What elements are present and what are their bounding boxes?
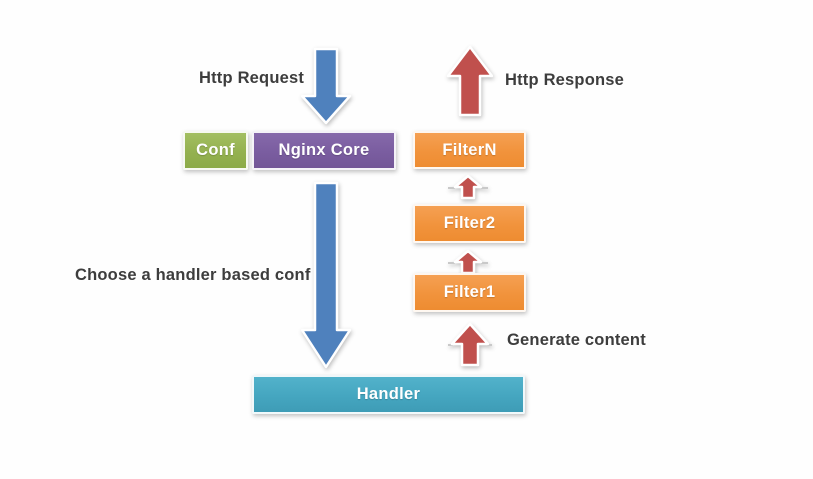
filter1-to-filter2-up-arrow-icon [448, 249, 488, 275]
choose-handler-label: Choose a handler based conf [75, 266, 311, 284]
filter-2-box-label: Filter2 [443, 214, 496, 232]
conf-box-label: Conf [196, 141, 235, 159]
nginx-core-box-label: Nginx Core [278, 141, 370, 159]
http-response-up-arrow-icon [446, 45, 494, 117]
filter-n-box: FilterN [413, 131, 526, 169]
filter-2-box: Filter2 [413, 204, 526, 243]
filter-1-box-label: Filter1 [443, 283, 496, 301]
generate-content-up-arrow-icon [448, 322, 492, 367]
generate-content-label: Generate content [507, 331, 646, 349]
handler-box: Handler [252, 375, 525, 414]
http-request-down-arrow-icon [300, 47, 352, 125]
choose-handler-down-arrow-icon [300, 181, 352, 369]
nginx-core-box: Nginx Core [252, 131, 396, 170]
handler-box-label: Handler [356, 385, 421, 403]
filter-n-box-label: FilterN [442, 140, 497, 159]
filter-1-box: Filter1 [413, 273, 526, 312]
filter2-to-filtern-up-arrow-icon [448, 174, 488, 200]
http-request-label: Http Request [199, 69, 305, 87]
conf-box: Conf [183, 131, 248, 170]
http-response-label: Http Response [505, 71, 625, 89]
